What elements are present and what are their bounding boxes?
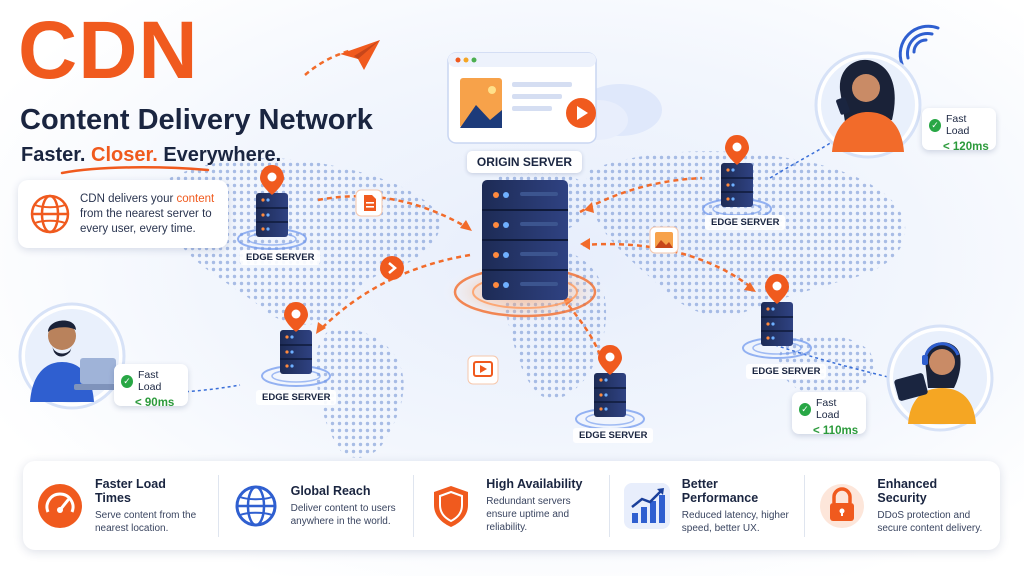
edge-server-label-southwest: EDGE SERVER [256,390,337,405]
check-icon: ✓ [929,118,941,132]
info-text-highlight: content [176,192,215,205]
load-badge-label: Fast Load [815,397,840,421]
forward-arrow-icon [380,256,404,280]
feature-faster-load-times: Faster Load Times Serve content from the… [23,474,219,537]
shield-icon [434,485,469,527]
load-badge-top-right: ✓ Fast Load < 120ms [922,108,996,153]
load-badge-bottom-right: ✓ Fast Load < 110ms [792,392,866,437]
feature-title: Enhanced Security [877,476,938,505]
check-icon: ✓ [121,374,133,388]
tagline: Faster. Closer. Everywhere. [21,143,281,167]
edge-server-label-south: EDGE SERVER [573,428,654,443]
feature-description: Serve content from the nearest location. [95,509,197,534]
video-icon [467,355,499,385]
feature-title: Better Performance [681,476,759,505]
info-text-after: from the nearest server to every user, e… [80,207,212,235]
user-avatar-left [18,302,126,410]
feature-global-reach: Global Reach Deliver content to users an… [219,474,415,537]
edge-server-label-northeast: EDGE SERVER [705,215,786,230]
load-badge-left: ✓ Fast Load < 90ms [114,364,188,409]
feature-description: Redundant servers ensure uptime and reli… [486,496,571,533]
browser-window [447,52,662,144]
paper-plane-icon [340,40,380,70]
feature-description: Deliver content to users anywhere in the… [290,502,396,527]
tagline-underline [60,166,210,175]
edge-server-label-northwest: EDGE SERVER [240,250,321,265]
feature-high-availability: High Availability Redundant servers ensu… [414,474,610,537]
lock-icon [820,483,865,528]
speedometer-icon [38,483,82,528]
info-text-before: CDN delivers your [80,192,177,205]
tagline-faster: Faster. [21,144,86,166]
wifi-icon [898,24,940,66]
feature-bar: Faster Load Times Serve content from the… [23,461,1000,550]
check-icon: ✓ [799,402,811,416]
document-icon [355,189,383,217]
tagline-closer: Closer. [91,144,158,166]
chart-up-icon [623,482,670,529]
user-avatar-bottom-right [886,324,994,432]
tagline-everywhere: Everywhere. [163,144,282,166]
info-text: CDN delivers your content from the neare… [80,192,218,237]
origin-server [440,180,610,324]
feature-enhanced-security: Enhanced Security DDoS protection and se… [805,475,1000,537]
load-badge-value: < 110ms [813,425,859,437]
feature-title: Faster Load Times [95,476,166,505]
page-title: CDN [18,5,199,96]
globe-icon [235,485,277,526]
feature-title: High Availability [486,477,583,491]
load-badge-label: Fast Load [945,113,970,137]
load-badge-value: < 120ms [943,141,989,153]
edge-server-label-east: EDGE SERVER [746,364,827,379]
user-avatar-top-right [814,51,922,159]
globe-icon [30,194,70,234]
feature-description: Reduced latency, higher speed, better UX… [681,509,789,534]
feature-title: Global Reach [290,483,371,498]
info-box: CDN delivers your content from the neare… [18,180,228,248]
image-icon [649,226,679,254]
load-badge-value: < 90ms [135,397,175,409]
page-subtitle: Content Delivery Network [20,104,373,136]
origin-server-label: ORIGIN SERVER [467,151,582,173]
feature-better-performance: Better Performance Reduced latency, high… [610,474,806,537]
load-badge-label: Fast Load [137,369,162,393]
feature-description: DDoS protection and secure content deliv… [877,509,983,534]
